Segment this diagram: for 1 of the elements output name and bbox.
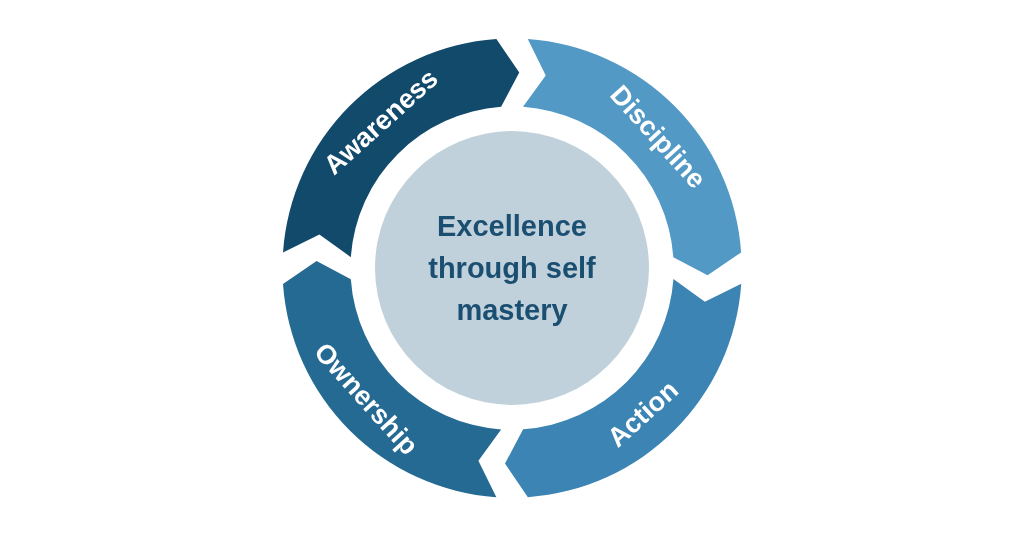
center-title: Excellence through self mastery [427,208,597,328]
